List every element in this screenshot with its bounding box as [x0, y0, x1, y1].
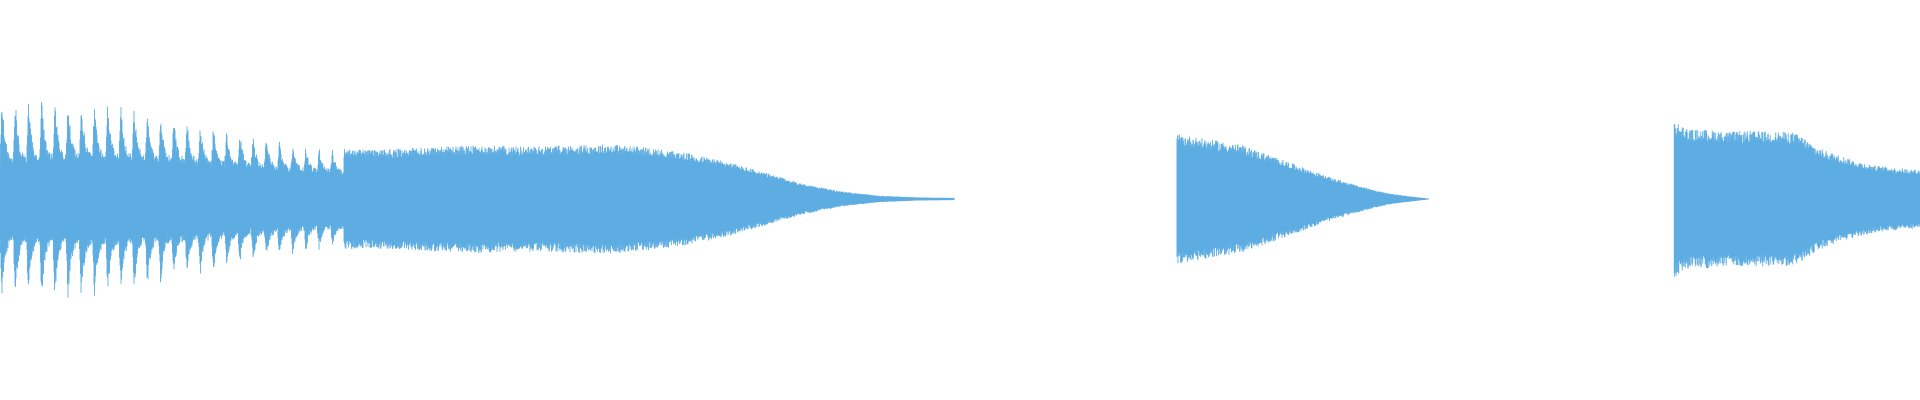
waveform-layer: [0, 101, 1920, 298]
segment-3: [1673, 123, 1920, 277]
segment-1: [0, 101, 955, 298]
segment-2: [1176, 134, 1429, 264]
